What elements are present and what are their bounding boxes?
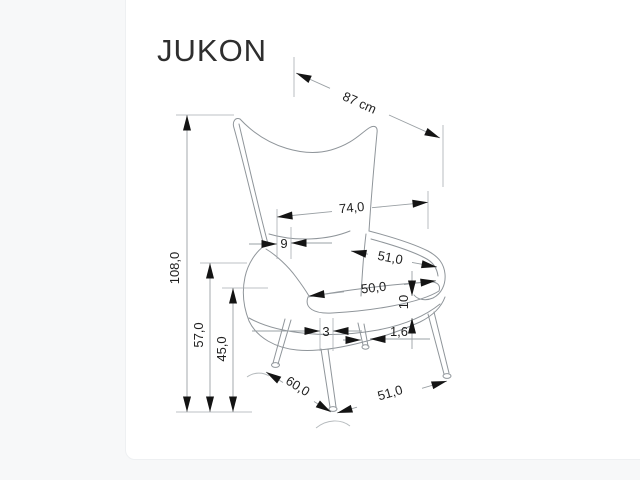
chair-foot-rear-left	[271, 362, 280, 368]
dimension-back-thickness: 9	[249, 227, 332, 259]
chair-leg-front-right	[427, 311, 450, 375]
dimension-seat-depth: 51,0	[350, 248, 438, 269]
chair-leg-rear-right	[357, 322, 369, 347]
dimension-footprint-depth: 60,0	[265, 371, 332, 413]
chair-back-right-crease	[360, 233, 367, 297]
dim-label-leg-top-width: 3	[322, 324, 329, 339]
chair-back-outline	[232, 118, 378, 247]
dimension-footprint-width: 51,0	[336, 380, 448, 414]
dim-label-back-thickness: 9	[280, 236, 287, 251]
dim-label-leg-foot-width: 1,6	[390, 324, 408, 339]
dimension-leg-top-width: 3	[252, 318, 362, 351]
dimension-armrest-height: 57,0	[191, 262, 247, 412]
chair-body-outline	[242, 245, 446, 351]
chair-right-arm-outline	[368, 230, 446, 301]
dimension-seat-width: 50,0	[308, 279, 437, 299]
dimension-diagonal-depth: 87 cm	[293, 57, 444, 187]
chair-right-arm-seam	[370, 238, 439, 277]
dim-label-seat-depth: 51,0	[376, 248, 404, 267]
chair-underseat-piping	[248, 303, 441, 335]
chair-leg-front-left	[320, 348, 337, 408]
dim-label-armrest-height: 57,0	[191, 322, 206, 347]
dimension-leg-foot-width: 1,6	[343, 324, 430, 344]
dim-label-diagonal-depth: 87 cm	[340, 89, 378, 117]
dim-label-back-width: 74,0	[338, 199, 365, 216]
chair-line-art	[232, 118, 452, 412]
chair-left-arm-scoop	[265, 248, 310, 297]
chair-foot-rear-right	[361, 344, 370, 350]
product-title: JUKON	[157, 33, 268, 68]
dimension-seat-height: 45,0	[214, 287, 268, 412]
chair-back-seam	[238, 123, 269, 245]
dim-label-total-height: 108,0	[167, 252, 182, 285]
dim-label-footprint-width: 51,0	[376, 382, 404, 403]
dimension-total-height: 108,0	[167, 114, 252, 413]
dim-label-cushion-thickness: 10	[396, 295, 411, 309]
dimension-back-width: 74,0	[276, 191, 429, 259]
chair-foot-front-left	[328, 406, 338, 412]
dimension-cushion-thickness: 10	[396, 271, 416, 349]
dim-label-seat-width: 50,0	[360, 279, 387, 297]
dim-label-seat-height: 45,0	[214, 336, 229, 361]
dim-label-footprint-depth: 60,0	[283, 373, 312, 399]
chair-foot-front-right	[442, 373, 452, 379]
chair-seat-cushion	[306, 281, 440, 314]
chair-leg-rear-left	[272, 318, 292, 365]
